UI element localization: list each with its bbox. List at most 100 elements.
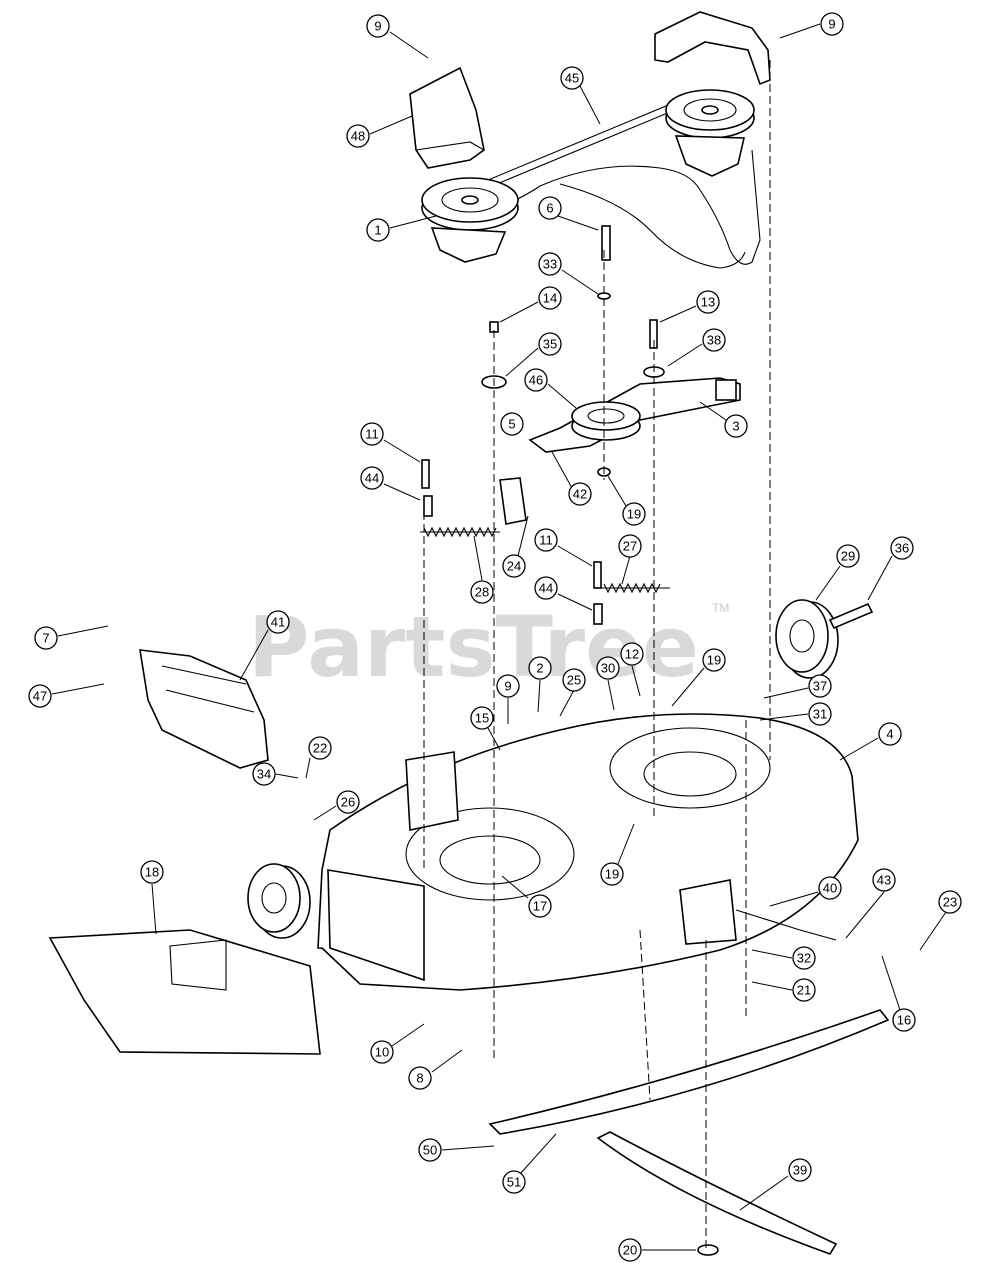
callout-33: 33 <box>538 252 599 295</box>
callout-50: 50 <box>418 1138 495 1162</box>
callout-9: 9 <box>779 12 844 39</box>
svg-text:10: 10 <box>375 1045 389 1060</box>
callout-37: 37 <box>763 674 832 699</box>
callout-14: 14 <box>499 286 562 323</box>
callout-19: 19 <box>607 475 646 526</box>
belt-cover-left <box>409 66 485 169</box>
svg-text:42: 42 <box>573 487 587 502</box>
svg-text:27: 27 <box>623 539 637 554</box>
callout-30: 30 <box>596 656 620 711</box>
callout-23: 23 <box>919 890 962 951</box>
callout-29: 29 <box>815 544 860 601</box>
callout-8: 8 <box>408 1049 463 1090</box>
chute-deflector <box>139 649 269 769</box>
callout-11: 11 <box>360 422 421 463</box>
callout-4: 4 <box>839 722 902 761</box>
svg-text:8: 8 <box>416 1071 423 1086</box>
callout-9: 9 <box>496 674 520 724</box>
callout-19: 19 <box>600 823 635 886</box>
callout-22: 22 <box>305 736 332 779</box>
svg-text:28: 28 <box>475 585 489 600</box>
svg-text:9: 9 <box>504 679 511 694</box>
callout-41: 41 <box>239 610 290 681</box>
spindle-pulley-left <box>421 177 519 263</box>
callout-16: 16 <box>881 955 916 1032</box>
svg-text:47: 47 <box>33 689 47 704</box>
callout-5: 5 <box>500 412 524 436</box>
hardware-small <box>421 225 665 625</box>
svg-text:44: 44 <box>365 471 379 486</box>
svg-text:1: 1 <box>374 223 381 238</box>
svg-text:12: 12 <box>625 647 639 662</box>
callout-2: 2 <box>528 656 552 713</box>
svg-text:23: 23 <box>943 895 957 910</box>
callout-32: 32 <box>751 946 816 970</box>
svg-text:11: 11 <box>365 427 379 442</box>
callout-34: 34 <box>252 762 299 786</box>
callout-42: 42 <box>551 451 592 506</box>
callout-28: 28 <box>470 535 494 604</box>
callout-45: 45 <box>560 66 601 125</box>
svg-text:14: 14 <box>543 291 557 306</box>
callout-15: 15 <box>470 706 501 751</box>
deck-wheel-right <box>775 599 874 679</box>
callout-24: 24 <box>502 515 529 578</box>
svg-text:50: 50 <box>423 1143 437 1158</box>
svg-text:19: 19 <box>707 653 721 668</box>
svg-text:3: 3 <box>732 419 739 434</box>
svg-text:31: 31 <box>813 707 827 722</box>
callout-43: 43 <box>845 868 896 939</box>
callout-46: 46 <box>524 368 577 409</box>
svg-text:45: 45 <box>565 71 579 86</box>
svg-text:21: 21 <box>797 983 811 998</box>
svg-text:15: 15 <box>475 711 489 726</box>
svg-text:44: 44 <box>539 581 553 596</box>
svg-text:20: 20 <box>623 1243 637 1258</box>
mower-deck <box>317 713 859 991</box>
callout-44: 44 <box>534 576 593 611</box>
callout-6: 6 <box>538 196 599 231</box>
svg-text:2: 2 <box>536 661 543 676</box>
callout-51: 51 <box>502 1133 557 1194</box>
callout-35: 35 <box>505 332 562 377</box>
svg-text:16: 16 <box>897 1013 911 1028</box>
callout-21: 21 <box>751 978 816 1002</box>
svg-text:6: 6 <box>546 201 553 216</box>
callout-31: 31 <box>759 702 832 726</box>
svg-text:29: 29 <box>841 549 855 564</box>
callout-39: 39 <box>739 1158 812 1211</box>
svg-text:40: 40 <box>823 881 837 896</box>
callout-13: 13 <box>659 290 720 323</box>
svg-text:18: 18 <box>145 865 159 880</box>
svg-text:7: 7 <box>42 631 49 646</box>
svg-text:19: 19 <box>627 507 641 522</box>
callout-38: 38 <box>667 328 726 367</box>
svg-text:4: 4 <box>886 727 893 742</box>
svg-text:26: 26 <box>341 795 355 810</box>
svg-text:48: 48 <box>351 129 365 144</box>
callout-27: 27 <box>618 534 642 585</box>
callout-3: 3 <box>699 401 748 438</box>
svg-text:9: 9 <box>828 17 835 32</box>
callout-11: 11 <box>534 528 593 567</box>
springs <box>420 526 670 594</box>
spindle-pulley-right <box>665 89 755 177</box>
deck-wheel-left <box>247 863 311 939</box>
svg-text:17: 17 <box>533 899 547 914</box>
svg-text:32: 32 <box>797 951 811 966</box>
callout-48: 48 <box>346 115 413 148</box>
callout-1: 1 <box>366 215 437 242</box>
svg-text:35: 35 <box>543 337 557 352</box>
callout-9: 9 <box>366 14 429 59</box>
svg-text:51: 51 <box>507 1175 521 1190</box>
svg-text:30: 30 <box>601 661 615 676</box>
belt-cover-right <box>654 11 771 86</box>
callout-25: 25 <box>559 668 586 717</box>
watermark-trademark: TM <box>712 601 729 615</box>
svg-text:41: 41 <box>271 615 285 630</box>
svg-text:33: 33 <box>543 257 557 272</box>
alignment-lines <box>423 60 771 1250</box>
callout-44: 44 <box>360 466 421 501</box>
svg-text:22: 22 <box>313 741 327 756</box>
